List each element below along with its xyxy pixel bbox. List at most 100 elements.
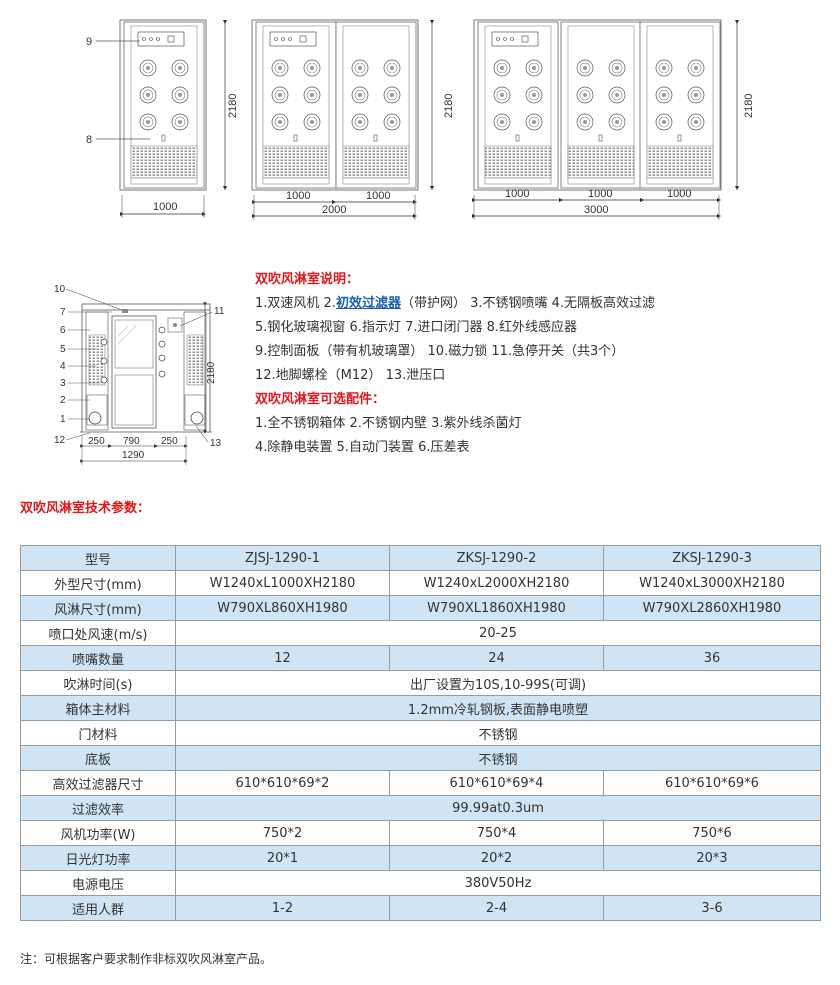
width-total-1: 1000 (153, 201, 177, 213)
front-view-triple (473, 19, 722, 191)
optional-accessories-title: 双吹风淋室可选配件： (255, 392, 386, 407)
row-label: 风淋尺寸(mm) (20, 595, 176, 621)
row-label: 过滤效率 (20, 795, 176, 821)
side-total: 1290 (122, 450, 145, 461)
row-label: 日光灯功率 (20, 845, 176, 871)
table-cell: 不锈钢 (175, 720, 821, 746)
side-seg-1: 250 (88, 436, 105, 447)
table-cell: ZJSJ-1290-1 (175, 545, 390, 571)
row-label: 箱体主材料 (20, 695, 176, 721)
params-title: 双吹风淋室技术参数： (20, 501, 151, 516)
row-label: 风机功率(W) (20, 820, 176, 846)
callout-8: 8 (86, 134, 92, 146)
table-cell: 出厂设置为10S,10-99S(可调) (175, 670, 821, 696)
description-line-3: 9.控制面板（带有机玻璃罩） 10.磁力锁 11.急停开关（共3个） (255, 344, 625, 359)
callout-12: 12 (54, 435, 66, 446)
table-cell: W1240xL1000XH2180 (175, 570, 390, 596)
row-label: 外型尺寸(mm) (20, 570, 176, 596)
table-cell: W1240xL3000XH2180 (603, 570, 821, 596)
callout-9: 9 (86, 36, 92, 48)
side-seg-3: 250 (161, 436, 178, 447)
description-line-1-b: （带护网） 3.不锈钢喷嘴 4.无隔板高效过滤 (400, 296, 656, 311)
table-cell: W790XL860XH1980 (175, 595, 390, 621)
table-cell: 1.2mm冷轧钢板,表面静电喷塑 (175, 695, 821, 721)
description-block: 双吹风淋室说明： 1.双速风机 2.初效过滤器（带护网） 3.不锈钢喷嘴 4.无… (255, 268, 825, 460)
optional-line-1: 1.全不锈钢箱体 2.不锈钢内壁 3.紫外线杀菌灯 (255, 416, 522, 431)
technical-drawings: 9 8 2180 2180 2180 1000 1000 1000 2000 1… (54, 19, 755, 465)
table-cell: 20*1 (175, 845, 390, 871)
table-cell: 750*4 (389, 820, 604, 846)
table-cell: 99.99at0.3um (175, 795, 821, 821)
description-line-2: 5.钢化玻璃视窗 6.指示灯 7.进口闭门器 8.红外线感应器 (255, 320, 578, 335)
row-label: 喷口处风速(m/s) (20, 620, 176, 646)
height-label-1: 2180 (227, 94, 239, 118)
width-total-2: 2000 (322, 204, 346, 216)
description-line-4: 12.地脚螺栓（M12） 13.泄压口 (255, 368, 446, 383)
table-cell: 610*610*69*4 (389, 770, 604, 796)
table-cell: W790XL1860XH1980 (389, 595, 604, 621)
table-cell: 3-6 (603, 895, 821, 921)
callout-7: 7 (60, 307, 66, 318)
description-line-1-a: 1.双速风机 2. (255, 296, 336, 311)
table-cell: 24 (389, 645, 604, 671)
description-line-1: 1.双速风机 2.初效过滤器（带护网） 3.不锈钢喷嘴 4.无隔板高效过滤 (255, 292, 825, 316)
width-total-3: 3000 (584, 204, 608, 216)
callout-10: 10 (54, 284, 66, 295)
table-cell: 2-4 (389, 895, 604, 921)
table-row: 喷口处风速(m/s)20-25 (20, 620, 821, 646)
row-label: 电源电压 (20, 870, 176, 896)
table-cell: 380V50Hz (175, 870, 821, 896)
callout-6: 6 (60, 325, 66, 336)
optional-line-2: 4.除静电装置 5.自动门装置 6.压差表 (255, 440, 470, 455)
front-view-single (119, 19, 207, 191)
side-height-label: 2180 (206, 361, 217, 384)
table-cell: ZKSJ-1290-3 (603, 545, 821, 571)
table-cell: 610*610*69*6 (603, 770, 821, 796)
table-row: 吹淋时间(s)出厂设置为10S,10-99S(可调) (20, 670, 821, 696)
table-cell: 36 (603, 645, 821, 671)
row-label: 喷嘴数量 (20, 645, 176, 671)
unit-width-3a: 1000 (505, 188, 529, 200)
table-cell: 20*3 (603, 845, 821, 871)
callout-2: 2 (60, 395, 66, 406)
primary-filter-link[interactable]: 初效过滤器 (335, 296, 401, 311)
table-cell: 750*6 (603, 820, 821, 846)
height-label-3: 2180 (743, 94, 755, 118)
front-view-double (251, 19, 419, 191)
footnote: 注：可根据客户要求制作非标双吹风淋室产品。 (20, 952, 273, 966)
table-cell: 12 (175, 645, 390, 671)
table-cell: ZKSJ-1290-2 (389, 545, 604, 571)
row-label: 吹淋时间(s) (20, 670, 176, 696)
table-cell: 610*610*69*2 (175, 770, 390, 796)
row-label: 底板 (20, 745, 176, 771)
unit-width-2a: 1000 (286, 190, 310, 202)
side-seg-2: 790 (123, 436, 140, 447)
table-row: 门材料不锈钢 (20, 720, 821, 746)
description-title: 双吹风淋室说明： (255, 272, 360, 287)
row-label: 高效过滤器尺寸 (20, 770, 176, 796)
height-label-2: 2180 (443, 94, 455, 118)
table-row: 底板不锈钢 (20, 745, 821, 771)
unit-width-3b: 1000 (588, 188, 612, 200)
table-cell: 20*2 (389, 845, 604, 871)
table-cell: 1-2 (175, 895, 390, 921)
table-cell: W790XL2860XH1980 (603, 595, 821, 621)
side-view (80, 303, 212, 433)
table-cell: 20-25 (175, 620, 821, 646)
row-label: 门材料 (20, 720, 176, 746)
callout-11: 11 (214, 306, 225, 317)
table-cell: 750*2 (175, 820, 390, 846)
unit-width-2b: 1000 (366, 190, 390, 202)
row-label: 型号 (20, 545, 176, 571)
callout-5: 5 (60, 344, 66, 355)
